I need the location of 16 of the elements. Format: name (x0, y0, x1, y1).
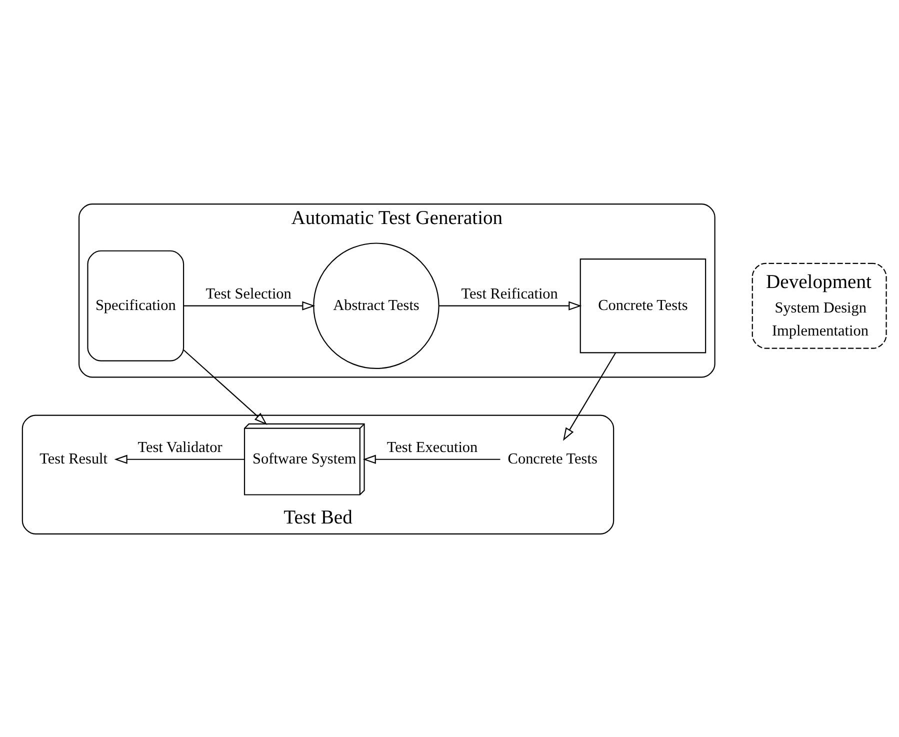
arrow (182, 349, 267, 424)
node-circle: Abstract Tests (312, 242, 439, 368)
node-box: Specification (86, 250, 184, 361)
arrow (362, 454, 500, 464)
edge-label: Test Execution (386, 438, 478, 456)
arrow (114, 454, 244, 464)
node-text: Concrete Tests (507, 450, 597, 467)
arrow (562, 352, 616, 440)
node-box: Development System Design Implementation (751, 262, 886, 348)
edge-label: Test Selection (205, 284, 291, 302)
edge-label: Test Reification (460, 284, 558, 302)
node-box: Concrete Tests (579, 258, 706, 353)
arrow (183, 300, 315, 310)
edge-label: Test Validator (137, 438, 222, 456)
node-text: Test Result (39, 450, 108, 467)
arrow (438, 300, 582, 310)
